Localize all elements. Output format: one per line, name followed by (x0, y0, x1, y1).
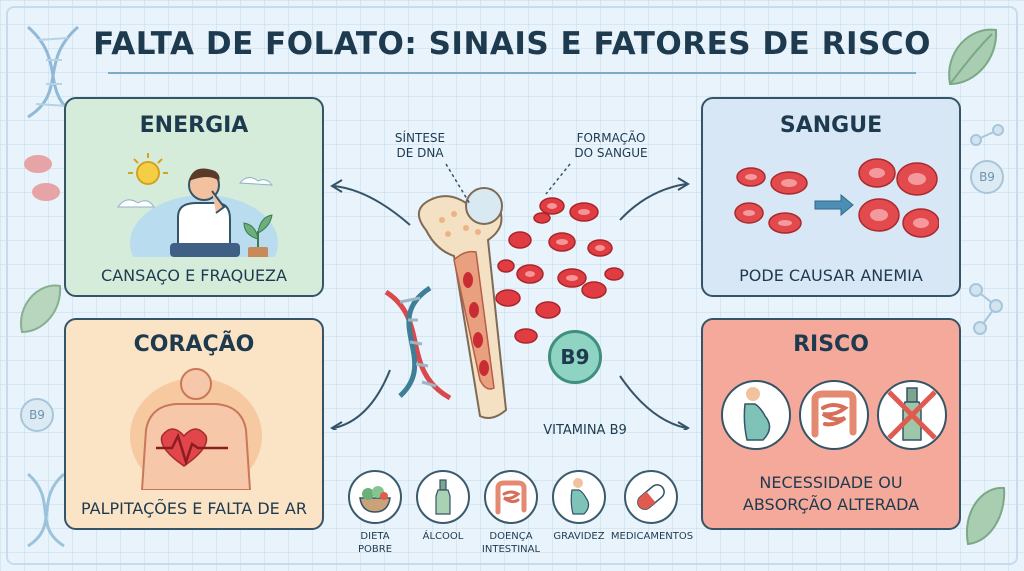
label-sintese-dna: SÍNTESE DE DNA (394, 131, 446, 160)
card-risco-caption-line2: ABSORÇÃO ALTERADA (742, 495, 920, 514)
factor-alcool-label: ÁLCOOL (422, 531, 464, 542)
card-energia-caption: CANSAÇO E FRAQUEZA (101, 266, 287, 285)
factor-gravidez (552, 470, 606, 524)
label-formacao-sangue: FORMAÇÃO DO SANGUE (574, 131, 648, 160)
factor-medicamentos-label: MEDICAMENTOS (610, 531, 694, 542)
card-sangue-caption: PODE CAUSAR ANEMIA (739, 266, 923, 285)
factor-alcool (416, 470, 470, 524)
card-coracao-caption: PALPITAÇÕES E FALTA DE AR (81, 499, 307, 518)
bone-marrow-illustration (330, 177, 690, 430)
leaf-decoration-icon (948, 28, 998, 86)
factor-doenca-intestinal (484, 470, 538, 524)
label-vitamina-b9: VITAMINA B9 (543, 423, 627, 438)
pointer-line (545, 163, 571, 195)
factor-medicamentos (624, 470, 678, 524)
card-sangue-title: SANGUE (779, 113, 883, 138)
vitamin-b9-badge: B9 (548, 330, 602, 384)
pill-icon (637, 484, 665, 510)
leaf-decoration-icon (20, 284, 62, 334)
card-risco-title: RISCO (793, 332, 869, 357)
blood-cells-decoration-icon (24, 155, 60, 201)
dna-decoration-icon (27, 472, 65, 548)
pointer-line (445, 163, 471, 205)
card-energia-title: ENERGIA (139, 113, 249, 138)
card-sangue: SANGUE PODE CAUSAR ANEMIA (701, 97, 961, 297)
intestine-icon (495, 480, 527, 515)
factor-doenca-intestinal-label: DOENÇA INTESTINAL (481, 531, 541, 555)
molecule-decoration-icon (970, 124, 1004, 146)
card-coracao-title: CORAÇÃO (133, 332, 255, 357)
factor-dieta-pobre (348, 470, 402, 524)
anemia-blood-cells-icon (734, 158, 939, 238)
page-frame (6, 6, 1018, 565)
vitamin-badge-decoration: B9 (20, 398, 54, 432)
factor-dieta-pobre-label: DIETA POBRE (357, 531, 393, 555)
vitamin-badge-decoration: B9 (970, 160, 1004, 194)
leaf-decoration-icon (965, 486, 1006, 546)
pregnancy-risk-icon (721, 380, 791, 450)
pregnancy-icon (570, 478, 590, 515)
bottle-icon (435, 479, 451, 515)
intestine-risk-icon (799, 380, 869, 450)
card-energia: ENERGIA CANSAÇO E FRAQUEZA (64, 97, 324, 297)
title-underline (108, 72, 916, 74)
tired-person-icon (117, 153, 278, 257)
card-risco: RISCO NECESSIDADE OU ABSORÇÃO ALTERADA (701, 318, 961, 530)
molecule-decoration-icon (969, 283, 1003, 335)
chest-heart-icon (130, 368, 262, 490)
card-risco-caption-line1: NECESSIDADE OU (759, 473, 903, 492)
factor-gravidez-label: GRAVIDEZ (553, 531, 605, 542)
salad-bowl-icon (359, 486, 391, 513)
card-coracao: CORAÇÃO PALPITAÇÕES E FALTA DE AR (64, 318, 324, 530)
no-alcohol-risk-icon (877, 380, 947, 450)
page-title: FALTA DE FOLATO: SINAIS E FATORES DE RIS… (93, 26, 931, 62)
